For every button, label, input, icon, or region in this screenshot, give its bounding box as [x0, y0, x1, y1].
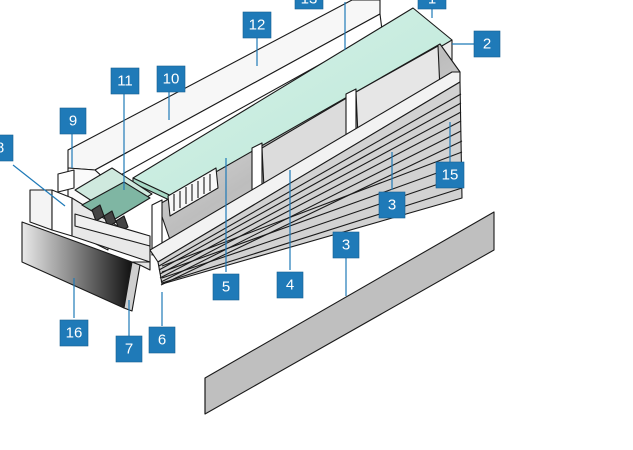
- svg-text:10: 10: [163, 71, 180, 88]
- callout-11: 11: [110, 67, 140, 95]
- svg-text:12: 12: [249, 17, 266, 34]
- svg-text:8: 8: [0, 140, 4, 157]
- callout-9: 9: [59, 107, 87, 135]
- leader-lines: [12, 2, 474, 336]
- callout-15: 15: [435, 161, 465, 189]
- svg-text:11: 11: [117, 73, 133, 90]
- svg-text:7: 7: [125, 341, 133, 358]
- svg-text:15: 15: [442, 167, 459, 184]
- svg-text:6: 6: [158, 332, 166, 349]
- callout-10: 10: [156, 65, 186, 93]
- callout-6: 6: [148, 326, 176, 354]
- svg-text:3: 3: [388, 197, 396, 214]
- loose-side-panel: [204, 211, 495, 415]
- svg-text:13: 13: [301, 0, 318, 8]
- callout-7: 7: [115, 335, 143, 363]
- callout-16: 16: [59, 319, 89, 347]
- callout-8: 8: [0, 134, 14, 162]
- svg-text:5: 5: [222, 279, 230, 296]
- callout-3-cabinet: 3: [378, 191, 406, 219]
- callout-5: 5: [212, 273, 240, 301]
- svg-text:16: 16: [66, 325, 83, 342]
- svg-text:4: 4: [286, 277, 294, 294]
- callout-4: 4: [276, 271, 304, 299]
- callout-1: 1: [417, 0, 447, 10]
- svg-text:3: 3: [342, 237, 350, 254]
- display-case-body: [21, 0, 463, 312]
- rib-lines: [158, 93, 463, 286]
- callout-13: 13: [294, 0, 324, 10]
- callout-12: 12: [242, 11, 272, 39]
- svg-text:1: 1: [428, 0, 436, 8]
- callout-2: 2: [473, 30, 501, 58]
- svg-text:9: 9: [69, 113, 77, 130]
- svg-text:2: 2: [483, 36, 491, 53]
- callout-3-panel: 3: [332, 231, 360, 259]
- grille-lines: [173, 174, 211, 211]
